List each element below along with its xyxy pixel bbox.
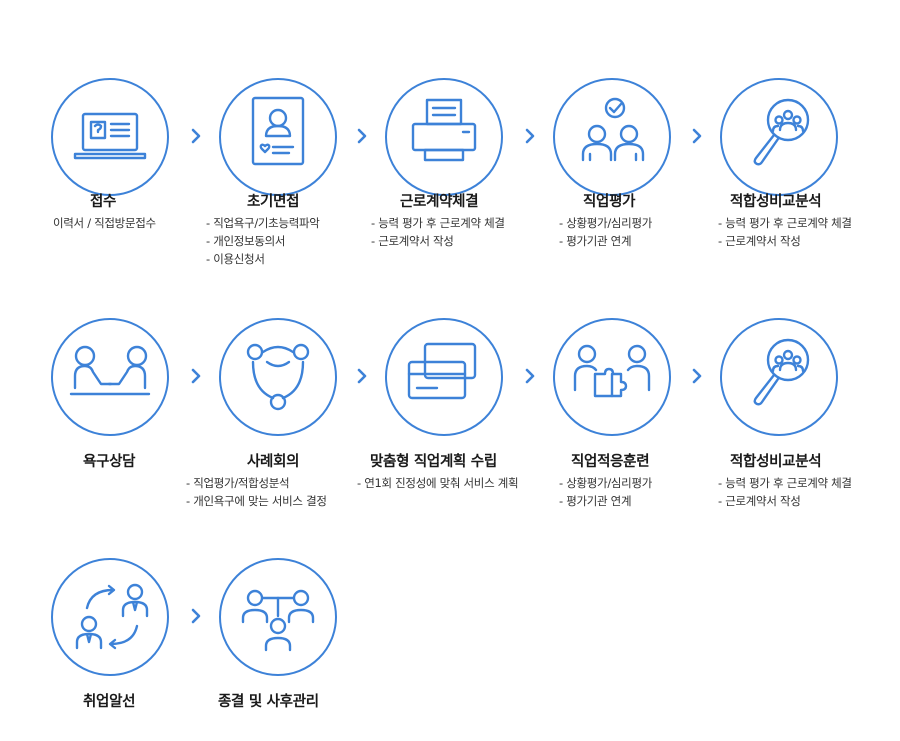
step-4-circle bbox=[553, 78, 671, 196]
step-12-circle bbox=[219, 558, 337, 676]
arrow-4 bbox=[691, 128, 703, 144]
arrow-3 bbox=[524, 128, 536, 144]
step-1-circle bbox=[51, 78, 169, 196]
arrow-1 bbox=[190, 128, 202, 144]
step-3-circle bbox=[385, 78, 503, 196]
arrow-9 bbox=[190, 608, 202, 624]
arrow-6 bbox=[356, 368, 368, 384]
profile-card-icon bbox=[251, 96, 305, 166]
magnifier-people-icon bbox=[753, 98, 810, 166]
puzzle-people-icon bbox=[573, 344, 651, 398]
step-7-title: 사례회의 bbox=[247, 454, 300, 470]
counseling-icon bbox=[69, 345, 151, 396]
step-8-title: 맞춤형 직업계획 수립 bbox=[370, 454, 497, 470]
step-5-title: 적합성비교분석 bbox=[730, 194, 822, 210]
cards-icon bbox=[407, 342, 477, 400]
laptop-icon bbox=[73, 112, 147, 160]
team-network-icon bbox=[241, 589, 315, 652]
step-11-circle bbox=[51, 558, 169, 676]
step-9-circle bbox=[553, 318, 671, 436]
step-3-title: 근로계약체결 bbox=[400, 194, 479, 210]
step-1-desc: 이력서 / 직접방문접수 bbox=[53, 216, 156, 230]
step-2-circle bbox=[219, 78, 337, 196]
step-6-title: 욕구상담 bbox=[83, 454, 136, 470]
step-4-desc: - 상황평가/심리평가 - 평가기관 연계 bbox=[559, 216, 653, 248]
step-9-title: 직업적응훈련 bbox=[571, 454, 650, 470]
step-8-desc: - 연1회 진정성에 맞춰 서비스 계획 bbox=[357, 476, 519, 490]
step-10-circle bbox=[720, 318, 838, 436]
step-1-title: 접수 bbox=[90, 194, 117, 210]
printer-icon bbox=[411, 98, 477, 162]
step-7-desc: - 직업평가/적합성분석 - 개인욕구에 맞는 서비스 결정 bbox=[186, 476, 327, 508]
step-3-desc: - 능력 평가 후 근로계약 체결 - 근로계약서 작성 bbox=[371, 216, 505, 248]
arrow-7 bbox=[524, 368, 536, 384]
step-12-title: 종결 및 사후관리 bbox=[218, 694, 319, 710]
arrow-8 bbox=[691, 368, 703, 384]
job-matching-icon bbox=[75, 583, 149, 650]
meeting-icon bbox=[246, 343, 310, 411]
step-10-desc: - 능력 평가 후 근로계약 체결 - 근로계약서 작성 bbox=[718, 476, 852, 508]
step-9-desc: - 상황평가/심리평가 - 평가기관 연계 bbox=[559, 476, 653, 508]
step-8-circle bbox=[385, 318, 503, 436]
step-6-circle bbox=[51, 318, 169, 436]
step-4-title: 직업평가 bbox=[583, 194, 636, 210]
step-5-desc: - 능력 평가 후 근로계약 체결 - 근로계약서 작성 bbox=[718, 216, 852, 248]
step-10-title: 적합성비교분석 bbox=[730, 454, 822, 470]
magnifier-people-icon bbox=[753, 338, 810, 406]
step-11-title: 취업알선 bbox=[83, 694, 136, 710]
step-2-desc: - 직업욕구/기초능력파악 - 개인정보동의서 - 이용신청서 bbox=[206, 216, 320, 266]
step-5-circle bbox=[720, 78, 838, 196]
arrow-5 bbox=[190, 368, 202, 384]
step-2-title: 초기면접 bbox=[247, 194, 300, 210]
step-7-circle bbox=[219, 318, 337, 436]
evaluation-icon bbox=[581, 97, 645, 162]
arrow-2 bbox=[356, 128, 368, 144]
